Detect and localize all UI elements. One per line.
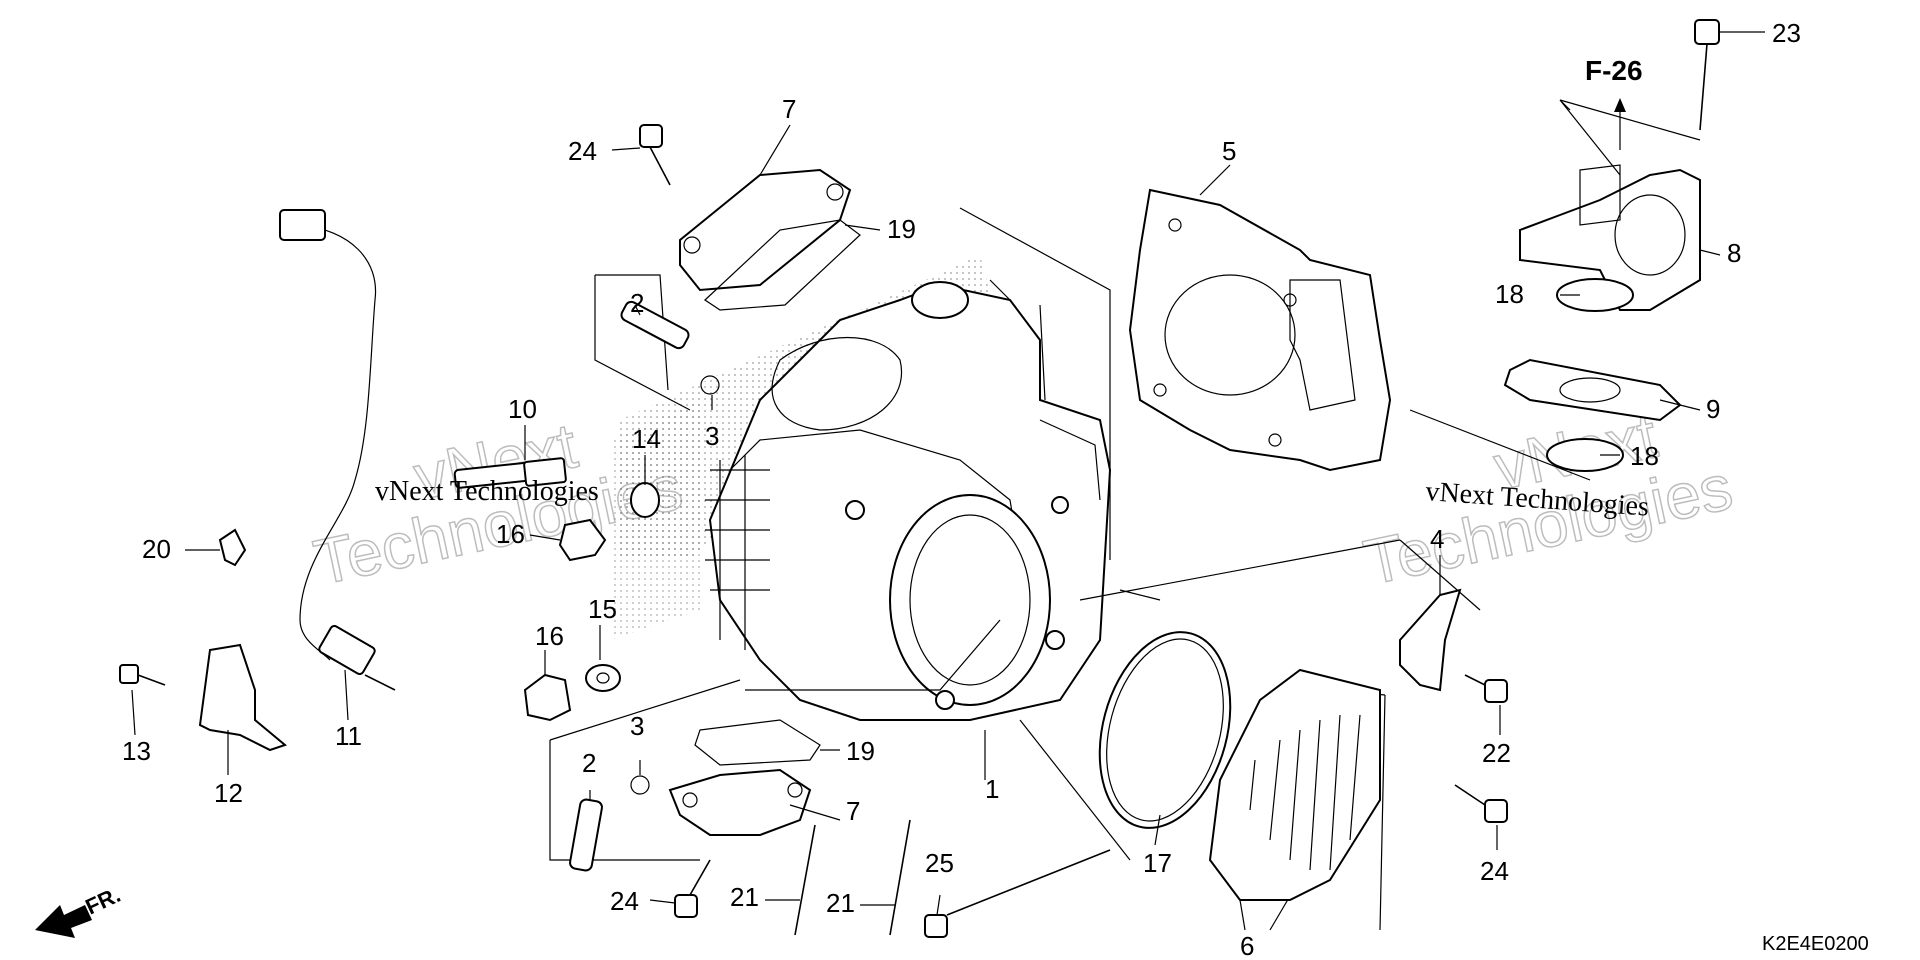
diagram-code: K2E4E0200 (1762, 933, 1869, 955)
callout-19-top: 19 (887, 214, 916, 244)
callout-21-right: 21 (826, 888, 855, 918)
callout-8: 8 (1727, 238, 1741, 268)
reference-label-f26: F-26 (1585, 55, 1643, 86)
head-cover-top (679, 168, 852, 292)
cover-gasket-bottom (694, 719, 821, 766)
valve-guide-top (620, 300, 690, 350)
cylinder-head (705, 279, 1112, 721)
callout-20: 20 (142, 534, 171, 564)
callout-23: 23 (1772, 18, 1801, 48)
clamp-20 (218, 528, 247, 567)
o-ring-14 (630, 482, 660, 518)
bolt-24-bottom (674, 859, 711, 918)
callout-19-bottom: 19 (846, 736, 875, 766)
callout-3-bottom: 3 (630, 711, 644, 741)
callout-16-top: 16 (496, 519, 525, 549)
callout-4: 4 (1430, 524, 1444, 554)
clip-bottom (630, 775, 650, 795)
callout-14: 14 (632, 424, 661, 454)
callout-2-bottom: 2 (582, 748, 596, 778)
bolt-24-top (639, 124, 671, 186)
guide-plate (1399, 588, 1462, 692)
callout-9: 9 (1706, 394, 1720, 424)
o-ring-inner (1106, 638, 1224, 822)
callout-2-top: 2 (630, 288, 644, 318)
callout-12: 12 (214, 778, 243, 808)
cap-nut-16 (523, 673, 572, 722)
cap-16-top (558, 518, 607, 562)
callout-24-top: 24 (568, 136, 597, 166)
bolt-25 (924, 849, 1111, 938)
bolt-24-right (1454, 784, 1508, 823)
leader-lines (131, 31, 1765, 931)
bolt-13 (119, 664, 166, 686)
insulator-plate (1503, 358, 1682, 422)
o-ring-18-top (1556, 278, 1634, 312)
callout-13: 13 (122, 736, 151, 766)
head-cover-bottom (668, 768, 812, 836)
callout-24-bottom: 24 (610, 886, 639, 916)
callout-25: 25 (925, 848, 954, 878)
callout-11: 11 (335, 721, 362, 751)
finned-cover (1208, 668, 1381, 901)
callout-22: 22 (1482, 738, 1511, 768)
callout-3-top: 3 (705, 421, 719, 451)
callout-labels: 1 2 2 3 3 4 5 6 7 7 8 9 10 11 12 13 14 1… (122, 18, 1801, 960)
clip-top (700, 375, 720, 395)
washer-15-hole (596, 672, 610, 684)
callout-7-bottom: 7 (846, 796, 860, 826)
insulator (1519, 164, 1701, 311)
callout-1: 1 (985, 774, 999, 804)
cover-gasket-top (704, 219, 861, 311)
callout-16-bottom: 16 (535, 621, 564, 651)
callout-5: 5 (1222, 136, 1236, 166)
bracket-12 (198, 643, 288, 752)
head-gasket (1128, 188, 1392, 472)
o-ring-18-bottom (1546, 438, 1624, 472)
spark-plug (453, 457, 567, 489)
reference-arrow-icon (1614, 98, 1626, 112)
callout-7-top: 7 (782, 94, 796, 124)
callout-10: 10 (508, 394, 537, 424)
bolt-23 (1694, 19, 1720, 131)
front-direction-arrow-icon: FR. (35, 882, 124, 938)
callout-17: 17 (1143, 848, 1172, 878)
bolt-22 (1464, 674, 1508, 703)
callout-18-top: 18 (1495, 279, 1524, 309)
callout-18-bottom: 18 (1630, 441, 1659, 471)
watermark-text-left: vNext Technologies (375, 476, 599, 507)
valve-guide-bottom (569, 798, 603, 872)
callout-6: 6 (1240, 931, 1254, 960)
o-ring (1098, 631, 1232, 829)
callout-24-right: 24 (1480, 856, 1509, 886)
washer-15 (585, 664, 621, 692)
callout-21-left: 21 (730, 882, 759, 912)
callout-15: 15 (588, 594, 617, 624)
o2-sensor (279, 209, 396, 691)
shaded-region-2 (610, 400, 700, 640)
stud-21-right (889, 819, 911, 936)
stud-21-left (794, 824, 816, 936)
